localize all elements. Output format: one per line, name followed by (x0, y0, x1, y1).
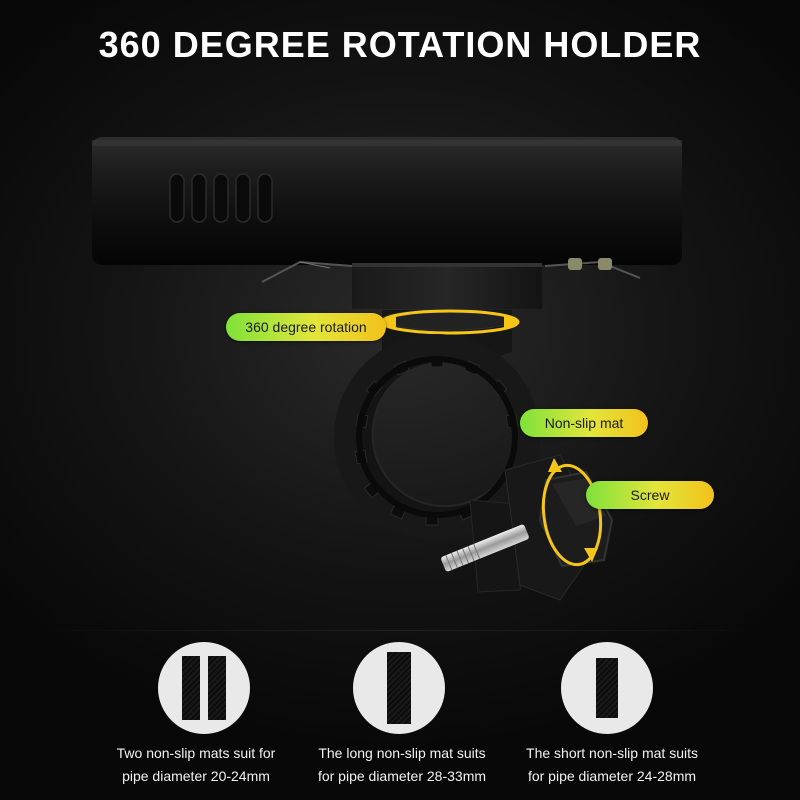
mat-strip (596, 658, 618, 718)
non-slip-mat-callout: Non-slip mat (520, 409, 648, 437)
caption-line: pipe diameter 20-24mm (122, 768, 270, 784)
short-mat-illustration (561, 642, 653, 734)
mat-caption: Two non-slip mats suit for pipe diameter… (71, 742, 321, 788)
caption-line: Two non-slip mats suit for (116, 745, 276, 761)
screw-callout: Screw (586, 481, 714, 509)
clamp-ring (334, 334, 540, 540)
caption-line: for pipe diameter 24-28mm (527, 768, 697, 784)
mat-caption: The short non-slip mat suits for pipe di… (487, 742, 737, 788)
two-mats-illustration (158, 642, 250, 734)
caption-line: for pipe diameter 28-33mm (317, 768, 487, 784)
screw-rotation-arrow-icon (541, 458, 603, 567)
mat-caption: The long non-slip mat suits for pipe dia… (277, 742, 527, 788)
section-divider (0, 630, 800, 631)
long-mat-illustration (353, 642, 445, 734)
mat-strip (182, 656, 200, 720)
caption-line: The short non-slip mat suits (526, 745, 698, 761)
page-title: 360 DEGREE ROTATION HOLDER (98, 24, 702, 65)
bolt (441, 524, 529, 572)
caption-line: The long non-slip mat suits (318, 745, 486, 761)
mat-strip (387, 652, 411, 724)
flashlight-body (92, 137, 682, 265)
rotation-callout: 360 degree rotation (226, 313, 386, 341)
mat-strip (208, 656, 226, 720)
bike-light-holder-illustration (92, 137, 682, 601)
